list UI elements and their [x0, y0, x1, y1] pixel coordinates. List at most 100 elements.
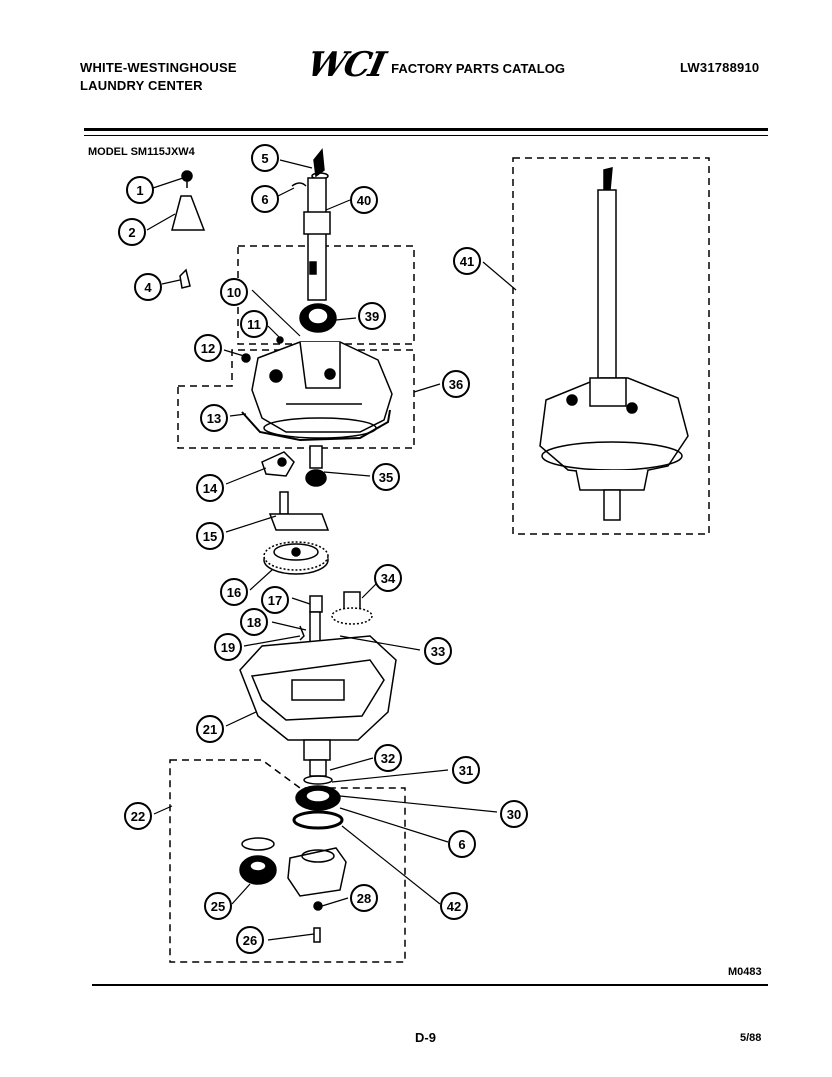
callout-circle [236, 926, 264, 954]
gasket-part-13 [241, 409, 391, 442]
transmission-36-box [177, 349, 415, 449]
callout-circle [251, 185, 279, 213]
callout-4: 4 [134, 273, 162, 301]
callout-circle [194, 334, 222, 362]
screw-part-26 [313, 927, 321, 943]
callout-label: 25 [211, 899, 225, 914]
callout-circle [442, 370, 470, 398]
seal-part-42 [292, 810, 344, 830]
callout-40: 40 [350, 186, 378, 214]
pump-body-part-27 [287, 847, 347, 897]
header-rule-thin [84, 135, 768, 136]
callout-15: 15 [196, 522, 224, 550]
screw-part-1 [181, 170, 193, 188]
callout-label: 17 [268, 593, 282, 608]
callout-13: 13 [200, 404, 228, 432]
callout-31: 31 [452, 756, 480, 784]
callout-39: 39 [358, 302, 386, 330]
callout-circle [196, 522, 224, 550]
callout-label: 42 [447, 899, 461, 914]
catalog-number: LW31788910 [680, 60, 760, 75]
transmission-assembly-part-41 [539, 167, 689, 521]
callout-circle [261, 586, 289, 614]
callout-28: 28 [350, 884, 378, 912]
callout-label: 6 [261, 192, 268, 207]
callout-circle [251, 144, 279, 172]
catalog-header: WCI FACTORY PARTS CATALOG [304, 45, 565, 85]
callout-circle [424, 637, 452, 665]
callout-17: 17 [261, 586, 289, 614]
callout-label: 15 [203, 529, 217, 544]
header-rule-thick [84, 128, 768, 131]
callout-label: 41 [460, 254, 474, 269]
gear-part-16 [263, 541, 329, 575]
callout-1: 1 [126, 176, 154, 204]
brand-line-2: LAUNDRY CENTER [80, 78, 203, 93]
washer-part-6 [291, 182, 307, 187]
shaft-part-35 [309, 445, 323, 469]
callout-circle [372, 463, 400, 491]
footer-rule [92, 984, 768, 986]
callout-30: 30 [500, 800, 528, 828]
callout-32: 32 [374, 744, 402, 772]
callout-circle [350, 186, 378, 214]
callout-label: 32 [381, 751, 395, 766]
callout-label: 26 [243, 933, 257, 948]
callout-11: 11 [240, 310, 268, 338]
callout-circle [240, 608, 268, 636]
callout-label: 21 [203, 722, 217, 737]
screw-part-28 [313, 901, 323, 911]
pump-22-box [169, 759, 406, 963]
callout-circle [350, 884, 378, 912]
callout-circle [214, 633, 242, 661]
callout-circle [134, 273, 162, 301]
callout-circle [196, 715, 224, 743]
callout-label: 10 [227, 285, 241, 300]
callout-label: 40 [357, 193, 371, 208]
clip-part-4 [179, 268, 191, 289]
callout-circle [220, 578, 248, 606]
callout-circle [448, 830, 476, 858]
callout-16: 16 [220, 578, 248, 606]
callout-18: 18 [240, 608, 268, 636]
callout-21: 21 [196, 715, 224, 743]
page-number: D-9 [415, 1030, 436, 1045]
callout-circle [200, 404, 228, 432]
callout-6: 6 [251, 185, 279, 213]
callout-circle [126, 176, 154, 204]
callout-25: 25 [204, 892, 232, 920]
crank-part-15 [279, 491, 289, 515]
callout-12: 12 [194, 334, 222, 362]
brand-line-1: WHITE-WESTINGHOUSE [80, 60, 237, 75]
callout-label: 22 [131, 809, 145, 824]
callout-circle [204, 892, 232, 920]
callout-label: 14 [203, 481, 218, 496]
callout-circle [440, 892, 468, 920]
callout-circle [124, 802, 152, 830]
callout-label: 33 [431, 644, 445, 659]
callout-circle [500, 800, 528, 828]
callout-label: 13 [207, 411, 221, 426]
callout-label: 35 [379, 470, 393, 485]
callout-label: 11 [247, 317, 261, 332]
callout-circle [374, 744, 402, 772]
callout-circle [196, 474, 224, 502]
callout-42: 42 [440, 892, 468, 920]
shaft-part-17 [309, 595, 323, 613]
callout-label: 30 [507, 807, 521, 822]
clip-part-31 [303, 775, 333, 785]
figure-code: M0483 [728, 966, 762, 978]
callout-2: 2 [118, 218, 146, 246]
callout-6: 6 [448, 830, 476, 858]
leader-lines [146, 159, 517, 941]
callout-36: 36 [442, 370, 470, 398]
callout-circle [240, 310, 268, 338]
callout-label: 5 [261, 151, 268, 166]
pinion-part-34 [331, 591, 373, 625]
callout-19: 19 [214, 633, 242, 661]
ring-part-24 [241, 837, 275, 851]
callout-22: 22 [124, 802, 152, 830]
callout-14: 14 [196, 474, 224, 502]
catalog-date: 5/88 [740, 1032, 762, 1044]
